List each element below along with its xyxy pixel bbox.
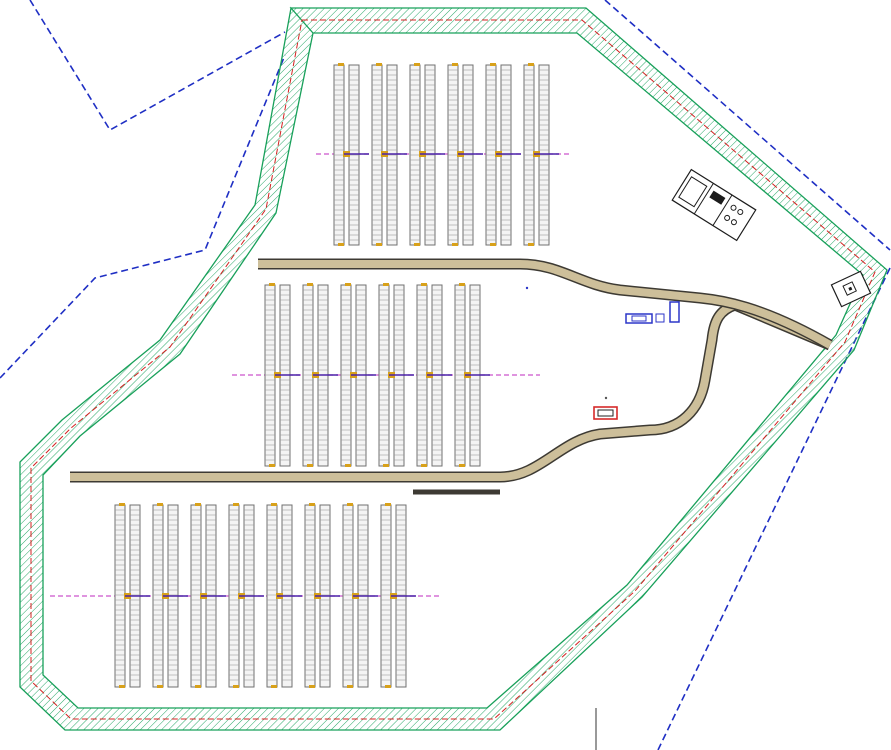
inverter-station [385, 503, 391, 506]
substation [625, 301, 680, 324]
inverter-station [452, 63, 458, 66]
inverter-station [459, 283, 465, 286]
inverter-station [338, 63, 344, 66]
inverter-station [195, 503, 201, 506]
transformer-core [631, 315, 647, 322]
inverter-station [309, 503, 315, 506]
pv-array [50, 63, 571, 688]
boundary-line-northwest [29, 0, 286, 132]
inverter-station [414, 243, 420, 246]
south-block [50, 503, 440, 688]
inverter-station [157, 685, 163, 688]
equipment-rack [709, 190, 726, 205]
gate-house [830, 270, 872, 308]
equipment-unit [737, 208, 744, 215]
control-building-outline [671, 168, 757, 242]
inverter-station [307, 464, 313, 467]
gate-house-core [842, 281, 857, 296]
inverter-station [421, 283, 427, 286]
switchgear [669, 301, 680, 323]
inverter-station [347, 685, 353, 688]
pv-table [340, 284, 352, 467]
inverter-station [309, 685, 315, 688]
red-equipment [593, 406, 618, 420]
inverter-station [345, 283, 351, 286]
equipment-rack [678, 176, 708, 208]
inverter-station [271, 503, 277, 506]
inverter-station [195, 685, 201, 688]
inverter-station [347, 503, 353, 506]
control-building-wall [693, 183, 714, 215]
inverter-station [269, 283, 275, 286]
access-road [70, 258, 833, 495]
equipment-unit [724, 214, 731, 221]
control-building-wall [712, 194, 733, 226]
security-line [30, 19, 876, 720]
inverter-station [269, 464, 275, 467]
transformer [625, 313, 653, 324]
inverter-station [421, 464, 427, 467]
central-block [232, 283, 540, 467]
inverter-station [338, 243, 344, 246]
inverter-station [490, 243, 496, 246]
road-main-fill [70, 300, 832, 481]
inverter-station [376, 243, 382, 246]
equipment-unit [730, 204, 737, 211]
boundary-line-west [0, 54, 286, 379]
inverter-station [233, 503, 239, 506]
inverter-station [459, 464, 465, 467]
road-north-fill [258, 260, 832, 349]
inverter-station [490, 63, 496, 66]
boundary-line-northeast [604, 0, 891, 251]
inverter-station [383, 464, 389, 467]
inverter-station [528, 243, 534, 246]
pv-table [454, 284, 466, 467]
inverter-station [528, 63, 534, 66]
inverter-station [307, 283, 313, 286]
inverter-station [385, 685, 391, 688]
pv-table [264, 284, 276, 467]
inverter-station [119, 503, 125, 506]
survey-point [525, 286, 529, 290]
red-equipment-core [597, 409, 614, 417]
control-building [671, 168, 757, 242]
inverter-station [233, 685, 239, 688]
inverter-station [414, 63, 420, 66]
red-equipment-outline [593, 406, 618, 420]
inverter-station [345, 464, 351, 467]
inverter-station [157, 503, 163, 506]
security-fence [19, 6, 888, 731]
inverter-station [119, 685, 125, 688]
equipment-unit [730, 219, 737, 226]
gate-house-core [848, 286, 853, 291]
inverter-station [376, 63, 382, 66]
inverter-station [452, 243, 458, 246]
pv-table [302, 284, 314, 467]
substation-box [655, 313, 665, 323]
north-block [316, 63, 571, 246]
survey-point [604, 396, 608, 400]
pv-table [416, 284, 428, 467]
inverter-station [271, 685, 277, 688]
pv-table [378, 284, 390, 467]
inverter-station [383, 283, 389, 286]
